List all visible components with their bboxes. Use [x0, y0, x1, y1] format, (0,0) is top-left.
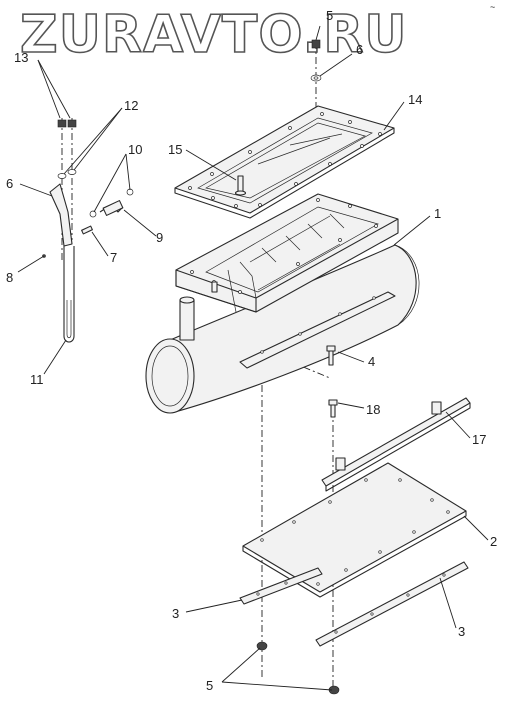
- strap-3-right: [315, 561, 469, 647]
- watermark: ZURAVTO.RU: [20, 5, 407, 65]
- callout-17: 17: [472, 432, 486, 447]
- callout-9: 9: [156, 230, 163, 245]
- callout-3-left: 3: [172, 606, 179, 621]
- bolt-18: [328, 399, 338, 418]
- top-washer-16: [310, 74, 322, 82]
- callout-2: 2: [490, 534, 497, 549]
- callout-6-left: 6: [6, 176, 13, 191]
- linkage-assembly: [42, 118, 134, 343]
- callout-4: 4: [368, 354, 375, 369]
- callout-15: 15: [168, 142, 182, 157]
- callout-12: 12: [124, 98, 138, 113]
- top-nut-5: [311, 39, 321, 49]
- callout-8: 8: [6, 270, 13, 285]
- strap-on-housing: [239, 291, 396, 369]
- bracket-17: [321, 397, 471, 492]
- housing-1: [145, 193, 420, 414]
- corner-mark: ~: [490, 2, 495, 12]
- callout-11: 11: [30, 372, 44, 387]
- callout-1: 1: [434, 206, 441, 221]
- callout-5-bottom: 5: [206, 678, 213, 693]
- strap-3-left: [239, 567, 323, 605]
- callout-14: 14: [408, 92, 422, 107]
- callout-5-top: 5: [326, 8, 333, 23]
- stud-15: [234, 175, 247, 196]
- callout-numbers: 1 2 3 3 4 5 5 6 6 7 8 9 10 11 12 13 14 1…: [6, 8, 497, 693]
- plate-2: [242, 462, 467, 598]
- callout-6-top: 6: [356, 42, 363, 57]
- callout-3-right: 3: [458, 624, 465, 639]
- callout-18: 18: [366, 402, 380, 417]
- callout-7: 7: [110, 250, 117, 265]
- leader-lines: [17, 25, 489, 691]
- callout-13: 13: [14, 50, 28, 65]
- bolt-4: [326, 345, 336, 366]
- cover-plate-14: [174, 105, 395, 219]
- callout-10: 10: [128, 142, 142, 157]
